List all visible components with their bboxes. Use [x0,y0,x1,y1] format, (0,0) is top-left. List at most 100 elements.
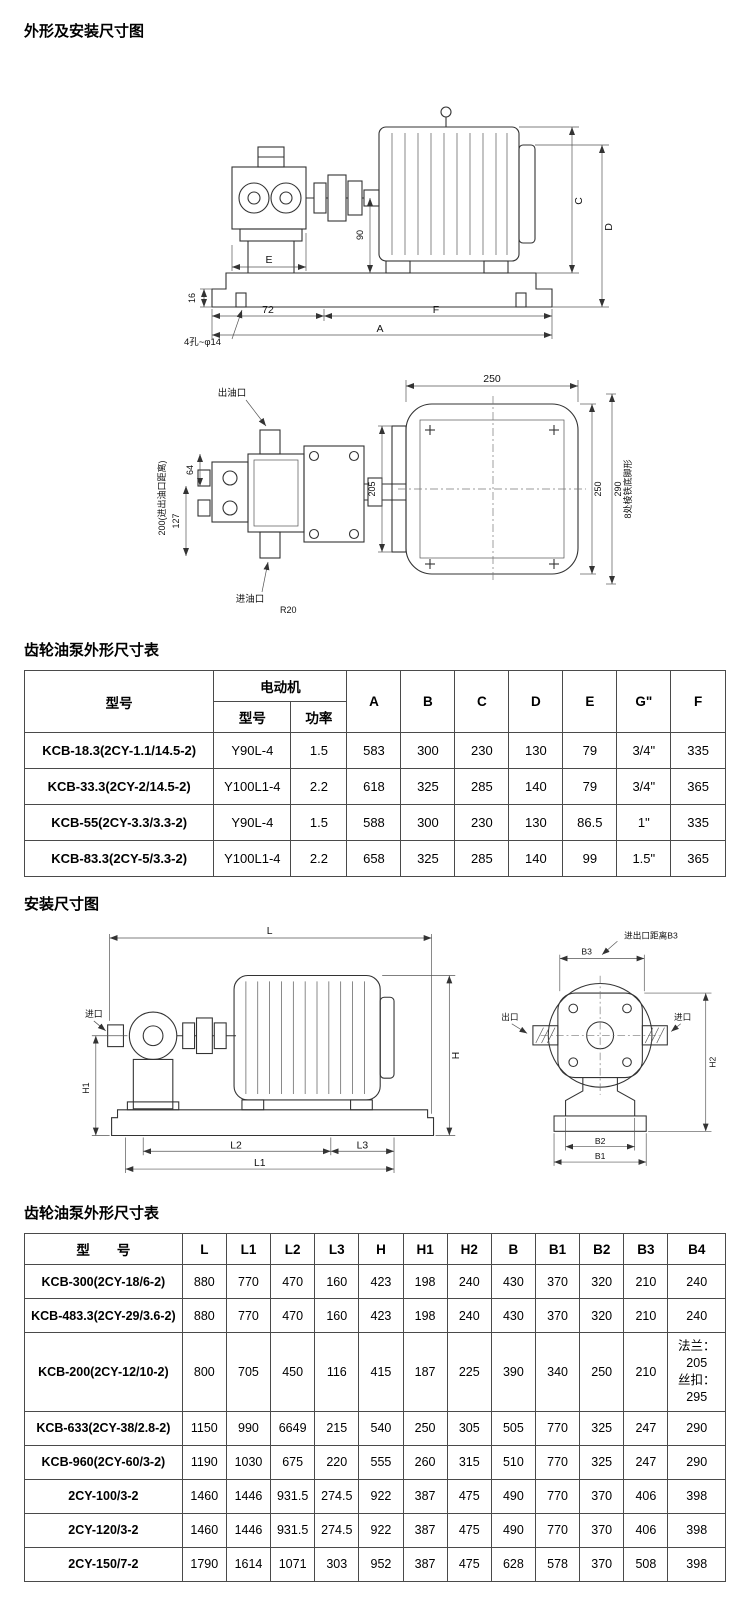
value-cell: 510 [490,1444,536,1480]
value-cell: 215 [314,1410,360,1446]
base-plate [111,1109,435,1137]
value-cell: 335 [670,804,726,841]
value-cell: 370 [579,1546,625,1582]
value-cell: 3/4" [616,768,672,805]
value-cell: 1446 [225,1512,272,1548]
value-cell: 130 [508,732,564,769]
value-cell: 2.2 [290,768,348,805]
value-cell: 770 [534,1444,581,1480]
model-cell: KCB-200(2CY-12/10-2) [24,1332,183,1412]
value-cell: 387 [402,1512,448,1548]
dim-f-label: F [433,304,439,316]
figure-install: L 进口 H H1 L2 L3 [80,924,726,1186]
value-cell: 305 [446,1410,492,1446]
value-cell: 240 [667,1298,726,1333]
outlet-label: 出口 [501,1011,518,1022]
col-header-motor-power: 功率 [290,701,348,733]
value-cell: 770 [225,1264,272,1299]
col-header-g: G" [616,670,672,733]
value-cell: 540 [358,1410,404,1446]
value-cell: 931.5 [270,1478,316,1514]
value-cell: 1460 [181,1478,227,1514]
outline-top-drawing: 250 205 250 290 64 127 200(进出油口距离) [156,373,633,615]
value-cell: 931.5 [270,1512,316,1548]
outline-side-drawing: 16 E 90 72 F A C [184,106,615,348]
col-header-b4: B4 [667,1233,726,1265]
inlet-label: 进口 [85,1009,103,1019]
col-header-h: H [358,1233,404,1265]
value-cell: 618 [346,768,402,805]
value-cell: 法兰：205 丝扣：295 [667,1332,726,1412]
dim-h1-label: H1 [81,1082,91,1093]
foot-shape-note: 8处棱铁底脚形 [622,459,633,518]
dim-h-label: H [451,1052,462,1059]
value-cell: 260 [402,1444,448,1480]
value-cell: 247 [623,1410,669,1446]
value-cell: 250 [402,1410,448,1446]
dimensions: 进出口距离B3 B3 出口 进口 B2 B1 H2 [501,929,717,1166]
value-cell: 1614 [225,1546,272,1582]
model-cell: KCB-300(2CY-18/6-2) [24,1264,183,1299]
value-cell: 220 [314,1444,360,1480]
figure-outline-top: 250 205 250 290 64 127 200(进出油口距离) [154,368,726,623]
value-cell: 210 [623,1264,669,1299]
value-cell: 240 [667,1264,726,1299]
dim-205-label: 205 [367,481,377,496]
dim-c-label: C [573,197,585,205]
value-cell: 922 [358,1512,404,1548]
col-header-f: F [670,670,726,733]
value-cell: 116 [314,1332,360,1412]
value-cell: 423 [358,1264,404,1299]
bracket-top-view [303,445,406,543]
header-row: 型 号 L L1 L2 L3 H H1 H2 B B1 B2 B3 B4 [24,1233,726,1265]
value-cell: 1150 [181,1410,227,1446]
value-cell: 770 [534,1478,581,1514]
value-cell: 490 [490,1512,536,1548]
section-title-outline: 外形及安装尺寸图 [24,23,145,40]
motor-top-view [391,396,586,582]
col-header-l1: L1 [225,1233,272,1265]
value-cell: 300 [400,804,456,841]
value-cell: 430 [490,1298,536,1333]
value-cell: 99 [562,840,618,877]
pump-assembly [107,1011,237,1111]
value-cell: 340 [534,1332,581,1412]
value-cell: 1190 [181,1444,227,1480]
dim-b2-label: B2 [595,1136,606,1146]
value-cell: 300 [400,732,456,769]
value-cell: 880 [181,1264,227,1299]
value-cell: 1446 [225,1478,272,1514]
dim-290-label: 290 [613,481,623,496]
outlet-port-label: 出油口 [218,387,247,399]
col-header-motor-model: 型号 [213,701,292,733]
col-header-l3: L3 [314,1233,360,1265]
value-cell: 2.2 [290,840,348,877]
value-cell: 490 [490,1478,536,1514]
value-cell: 990 [225,1410,272,1446]
dim-64-label: 64 [185,465,195,475]
dimensions: L 进口 H H1 L2 L3 [81,926,462,1174]
value-cell: Y90L-4 [213,804,292,841]
value-cell: 1.5 [290,732,348,769]
value-cell: 274.5 [314,1512,360,1548]
r20-label: R20 [280,605,297,615]
value-cell: 247 [623,1444,669,1480]
value-cell: 770 [534,1512,581,1548]
value-cell: 335 [670,732,726,769]
dim-h2-label: H2 [707,1056,717,1067]
value-cell: 130 [508,804,564,841]
col-header-model: 型号 [23,670,215,733]
value-cell: 387 [402,1546,448,1582]
dim-b1-label: B1 [595,1151,606,1161]
value-cell: 365 [670,768,726,805]
value-cell: 6649 [270,1410,316,1446]
port-distance-note: 进出口距离B3 [624,929,678,940]
value-cell: 250 [579,1332,625,1412]
dim-b3-label: B3 [581,947,592,957]
dimensions: 16 E 90 72 F A C [184,126,615,348]
